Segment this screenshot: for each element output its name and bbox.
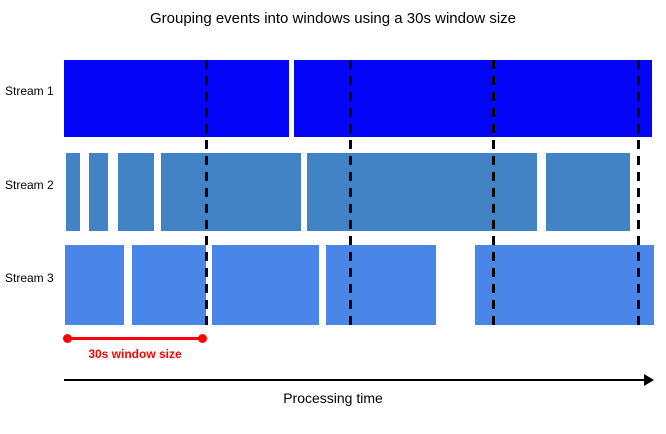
window-segment-row2 [118,153,154,231]
window-segment-row3 [475,245,654,325]
window-size-label: 30s window size [88,347,182,361]
row-label-stream-1: Stream 1 [5,84,54,98]
measure-endpoint-left [63,334,72,343]
window-segment-row1 [294,60,652,137]
time-axis-line [64,379,646,381]
window-segment-row3 [326,245,436,325]
window-boundary-dashed-line [636,60,640,325]
window-segment-row3 [65,245,124,325]
window-segment-row3 [212,245,319,325]
row-label-stream-3: Stream 3 [5,271,54,285]
window-segment-row2 [89,153,108,231]
time-axis-label: Processing time [283,390,383,406]
window-segment-row2 [161,153,301,231]
window-segment-row2 [307,153,537,231]
window-segment-row3 [132,245,206,325]
window-segment-row2 [66,153,80,231]
window-size-measure-line [67,337,203,340]
window-segment-row1 [64,60,289,137]
window-segment-row2 [546,153,630,231]
figure-title: Grouping events into windows using a 30s… [149,10,517,27]
window-boundary-dashed-line [348,60,352,325]
window-boundary-dashed-line [204,60,208,325]
measure-endpoint-right [198,334,207,343]
time-axis-arrowhead-icon [644,374,654,386]
row-label-stream-2: Stream 2 [5,178,54,192]
window-boundary-dashed-line [492,60,495,325]
